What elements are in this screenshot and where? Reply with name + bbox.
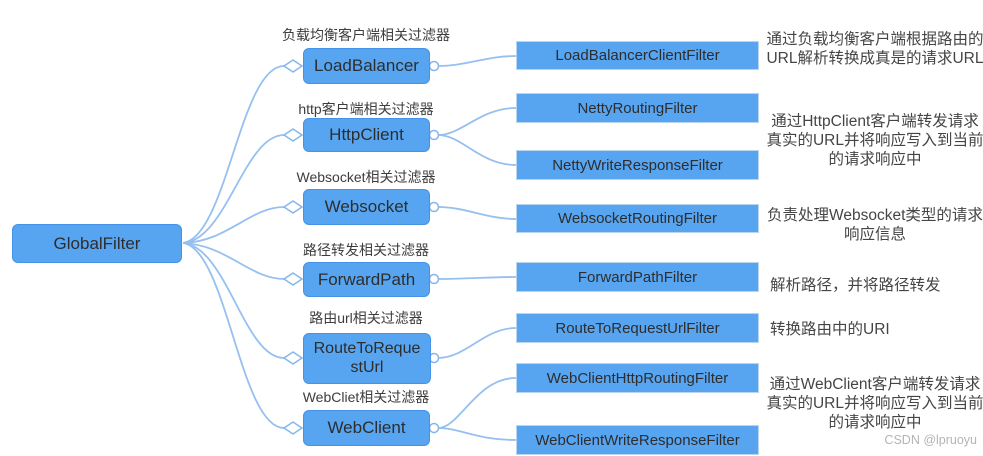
filter-box-webclienthttproutingfilter: WebClientHttpRoutingFilter	[516, 363, 759, 393]
description-routetorequesturl: 转换路由中的URI	[770, 321, 890, 338]
filter-box-nettywriteresponsefilter: NettyWriteResponseFilter	[516, 150, 759, 180]
filter-box-nettyroutingfilter: NettyRoutingFilter	[516, 93, 759, 123]
filter-box-webclientwriteresponsefilter: WebClientWriteResponseFilter	[516, 425, 759, 455]
category-label-webclient: WebCliet相关过滤器	[302, 389, 430, 405]
diamond-connector-icons	[282, 59, 304, 435]
node-websocket: Websocket	[303, 189, 430, 225]
category-label-httpclient: http客户端相关过滤器	[298, 101, 434, 117]
category-label-routetorequesturl: 路由url相关过滤器	[309, 310, 423, 326]
category-label-forwardpath: 路径转发相关过滤器	[303, 242, 429, 258]
category-label-websocket: Websocket相关过滤器	[296, 169, 436, 185]
node-webclient: WebClient	[303, 410, 430, 446]
filter-box-loadbalancerclientfilter: LoadBalancerClientFilter	[516, 41, 759, 70]
filter-box-routetorequesturlfilter: RouteToRequestUrlFilter	[516, 313, 759, 343]
description-loadbalancer: 通过负载均衡客户端根据路由的URL解析转换成真是的请求URL	[766, 31, 983, 67]
description-webclient: 通过WebClient客户端转发请求真实的URL并将响应写入到当前的请求响应中	[766, 376, 983, 431]
description-httpclient: 通过HttpClient客户端转发请求真实的URL并将响应写入到当前的请求响应中	[766, 113, 983, 168]
filter-box-websocketroutingfilter: WebsocketRoutingFilter	[516, 204, 759, 233]
node-forwardpath: ForwardPath	[303, 262, 430, 297]
filter-box-forwardpathfilter: ForwardPathFilter	[516, 262, 759, 292]
description-forwardpath: 解析路径，并将路径转发	[770, 277, 941, 294]
category-label-loadbalancer: 负载均衡客户端相关过滤器	[282, 27, 450, 43]
node-globalfilter: GlobalFilter	[12, 224, 182, 263]
description-websocket: 负责处理Websocket类型的请求响应信息	[767, 207, 983, 243]
watermark: CSDN @lpruoyu	[884, 433, 977, 447]
node-loadbalancer: LoadBalancer	[303, 48, 430, 84]
node-httpclient: HttpClient	[303, 118, 430, 152]
node-routetorequesturl: RouteToRequestUrl	[303, 333, 431, 384]
